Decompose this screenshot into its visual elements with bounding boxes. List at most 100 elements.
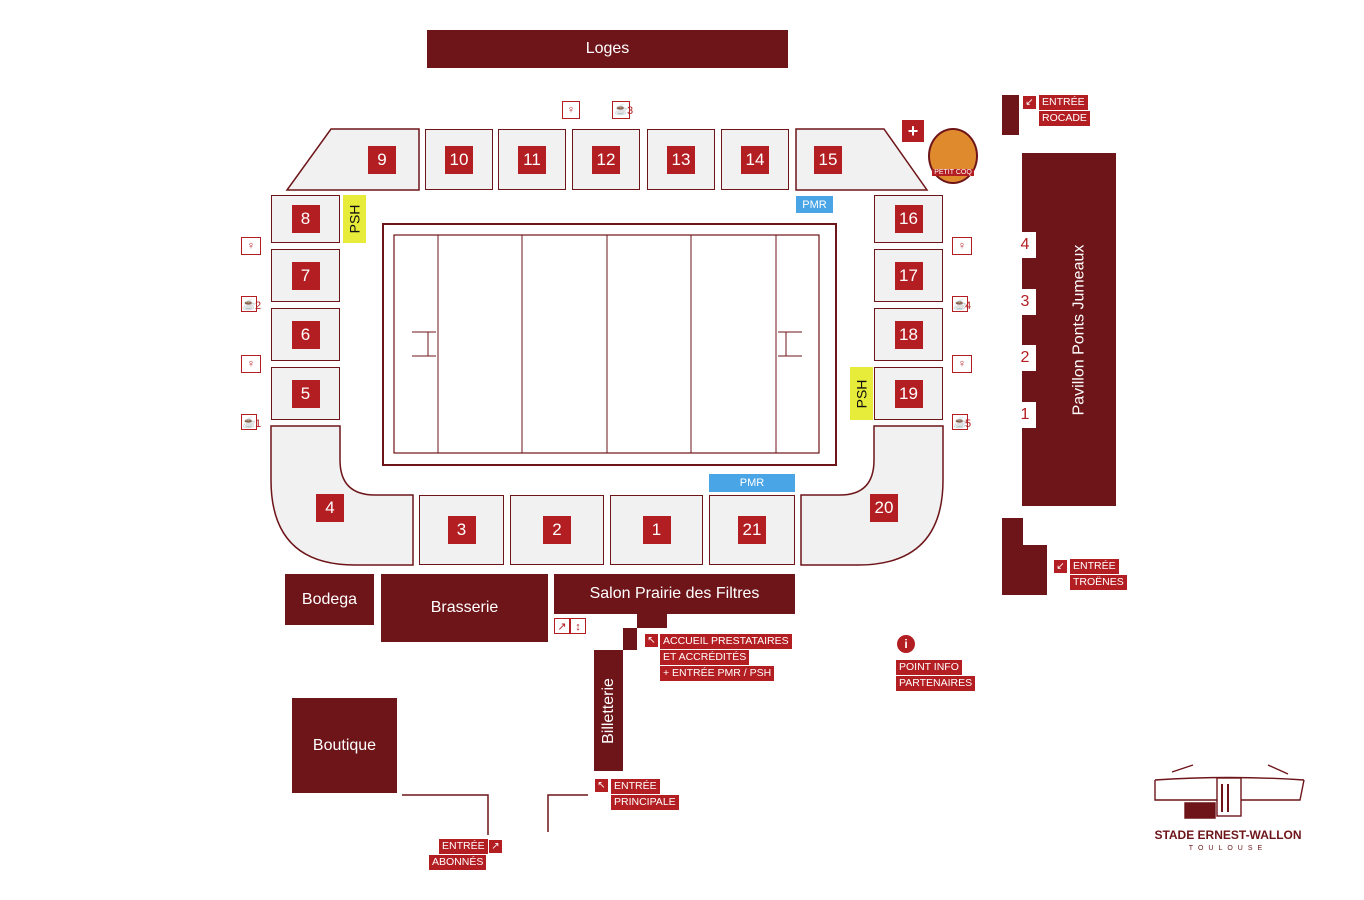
entrance-principale-label-1[interactable]: ENTRÉE — [611, 779, 660, 794]
buvette-number: 4 — [965, 300, 972, 312]
section-13-number: 13 — [667, 145, 695, 174]
troenes-block — [1002, 518, 1047, 595]
section-16-number: 16 — [894, 205, 923, 233]
entrance-rocade-label-1[interactable]: ENTRÉE — [1039, 95, 1088, 110]
section-12[interactable]: 12 — [572, 129, 640, 190]
section-17-number: 17 — [894, 261, 923, 290]
section-19[interactable]: 19 — [874, 367, 943, 420]
section-10-number: 10 — [445, 145, 473, 174]
cup-icon: ☕ — [612, 101, 630, 119]
toilets-icon: ♀ — [241, 237, 261, 255]
section-21[interactable]: 21 — [709, 495, 795, 565]
section-13[interactable]: 13 — [647, 129, 715, 190]
section-12-number: 12 — [592, 145, 620, 174]
loges-label: Loges — [585, 40, 630, 57]
billetterie-label: Billetterie — [599, 677, 617, 744]
elevator-icon: ↕ — [570, 618, 586, 634]
entrance-principale-label-2[interactable]: PRINCIPALE — [611, 795, 679, 810]
section-7[interactable]: 7 — [271, 249, 340, 302]
section-10[interactable]: 10 — [425, 129, 493, 190]
loges-block[interactable]: Loges — [427, 30, 788, 68]
section-3[interactable]: 3 — [419, 495, 504, 565]
section-11[interactable]: 11 — [498, 129, 566, 190]
section-5[interactable]: 5 — [271, 367, 340, 420]
info-icon: i — [897, 635, 915, 653]
pavillon-level-3: 3 — [1014, 289, 1036, 315]
billetterie-block[interactable]: Billetterie — [594, 650, 623, 771]
toilets-icon: ♀ — [241, 355, 261, 373]
section-21-number: 21 — [738, 516, 766, 544]
stand-9-shape — [285, 128, 420, 191]
section-8-number: 8 — [291, 205, 320, 233]
mascot-logo: PETIT COQ — [928, 128, 978, 184]
pavillon-block[interactable]: Pavillon Ponts Jumeaux — [1022, 153, 1116, 506]
section-14-number: 14 — [741, 145, 769, 174]
section-18-number: 18 — [894, 320, 923, 349]
pmr-label: PMR — [739, 477, 765, 489]
entrance-troenes-label-2[interactable]: TROËNES — [1070, 575, 1127, 590]
entrance-troenes-label-1[interactable]: ENTRÉE — [1070, 559, 1119, 574]
section-4[interactable]: 4 — [314, 493, 346, 523]
section-16[interactable]: 16 — [874, 195, 943, 243]
section-14[interactable]: 14 — [721, 129, 789, 190]
psh-zone-left[interactable]: PSH — [343, 195, 366, 243]
section-17[interactable]: 17 — [874, 249, 943, 302]
salon-block[interactable]: Salon Prairie des Filtres — [554, 574, 795, 614]
pavillon-level-1: 1 — [1014, 402, 1036, 428]
section-2[interactable]: 2 — [510, 495, 604, 565]
toilets-icon: ♀ — [562, 101, 580, 119]
pmr-zone-bottom[interactable]: PMR — [709, 474, 795, 492]
section-6-number: 6 — [291, 320, 320, 349]
section-18[interactable]: 18 — [874, 308, 943, 361]
pavillon-level-4: 4 — [1014, 232, 1036, 258]
section-19-number: 19 — [894, 379, 923, 408]
toilets-icon: ♀ — [952, 355, 972, 373]
bodega-block[interactable]: Bodega — [285, 574, 374, 625]
pmr-zone-top[interactable]: PMR — [796, 196, 833, 213]
entrance-abonnes-label-1[interactable]: ENTRÉE — [439, 839, 488, 854]
arrow-icon: ↗ — [489, 840, 502, 853]
arrow-icon: ↖ — [595, 779, 608, 792]
pavillon-label: Pavillon Ponts Jumeaux — [1070, 244, 1088, 415]
buvette-number: 1 — [255, 418, 262, 430]
section-8[interactable]: 8 — [271, 195, 340, 243]
section-1-number: 1 — [642, 516, 671, 544]
info-label-1[interactable]: POINT INFO — [896, 660, 962, 675]
stairs-icon: ↗ — [554, 618, 570, 634]
stadium-logo-drawing — [1154, 764, 1305, 819]
psh-zone-right[interactable]: PSH — [850, 367, 873, 420]
entrance-abonnes-label-2[interactable]: ABONNÉS — [429, 855, 487, 870]
section-9[interactable]: 9 — [287, 129, 419, 190]
section-20[interactable]: 20 — [868, 493, 900, 523]
boutique-block[interactable]: Boutique — [292, 698, 397, 793]
cup-icon: ☕ — [241, 414, 257, 430]
toilets-icon: ♀ — [952, 237, 972, 255]
pavillon-level-2: 2 — [1014, 345, 1036, 371]
info-label-2[interactable]: PARTENAIRES — [896, 676, 976, 691]
entrance-rocade-label-2[interactable]: ROCADE — [1039, 111, 1090, 126]
section-3-number: 3 — [447, 516, 476, 544]
first-aid-icon: + — [902, 120, 924, 142]
accueil-label-2[interactable]: ET ACCRÉDITÉS — [660, 650, 750, 665]
accueil-label-3[interactable]: + ENTRÉE PMR / PSH — [660, 666, 775, 681]
psh-label: PSH — [346, 204, 363, 234]
arrow-icon: ↙ — [1054, 560, 1067, 573]
stand-15-shape — [795, 128, 929, 191]
section-9-number: 9 — [368, 145, 396, 174]
pmr-label: PMR — [802, 198, 827, 211]
section-15[interactable]: 15 — [796, 129, 886, 190]
section-11-number: 11 — [518, 145, 546, 174]
mascot-label: PETIT COQ — [932, 169, 974, 176]
section-4-number: 4 — [316, 494, 344, 522]
brasserie-block[interactable]: Brasserie — [381, 574, 548, 642]
cup-icon: ☕ — [952, 414, 968, 430]
cup-icon: ☕ — [952, 296, 968, 312]
section-7-number: 7 — [291, 261, 320, 290]
section-2-number: 2 — [543, 516, 571, 544]
accueil-label-1[interactable]: ACCUEIL PRESTATAIRES — [660, 634, 792, 649]
section-1[interactable]: 1 — [610, 495, 703, 565]
psh-label: PSH — [853, 379, 870, 408]
section-6[interactable]: 6 — [271, 308, 340, 361]
buvette-number: 5 — [965, 418, 972, 430]
